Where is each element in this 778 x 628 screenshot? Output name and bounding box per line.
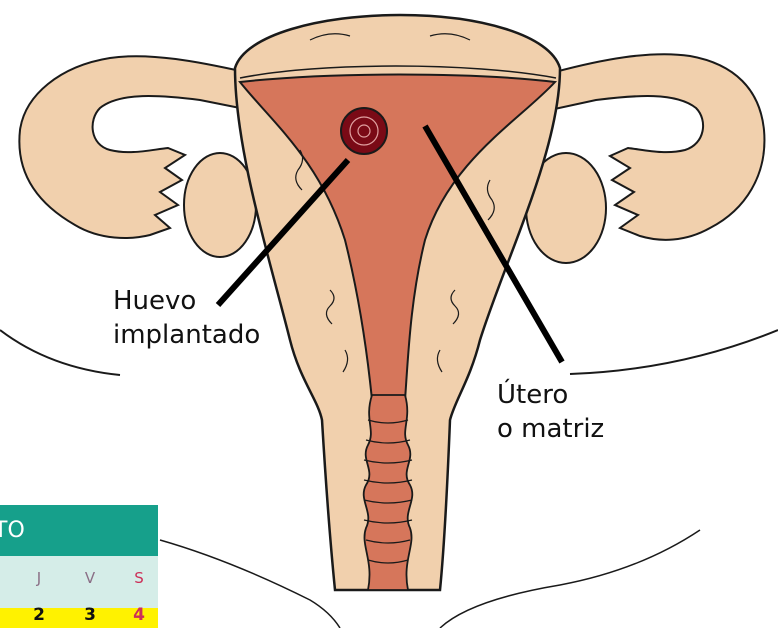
day-3: 3 [75, 605, 105, 625]
uterus-label-line1: Útero [497, 378, 604, 412]
egg-label-line1: Huevo [113, 284, 260, 318]
weekday-thursday: J [24, 569, 54, 587]
body-outline-left [0, 330, 120, 375]
egg-label-line2: implantado [113, 318, 260, 352]
weekday-friday: V [75, 569, 105, 587]
uterus-label: Útero o matriz [497, 378, 604, 446]
pelvis-outline-right [440, 530, 700, 628]
calendar-fragment: TO J V S 2 3 4 [0, 505, 158, 628]
day-4: 4 [124, 605, 154, 625]
implanted-egg [341, 108, 387, 154]
pelvis-outline-left [160, 540, 340, 628]
weekday-saturday: S [124, 569, 154, 587]
egg-label: Huevo implantado [113, 284, 260, 352]
left-ovary [184, 153, 256, 257]
calendar-header: TO [0, 505, 158, 556]
uterus-label-line2: o matriz [497, 412, 604, 446]
body-outline-right [570, 330, 778, 374]
day-2: 2 [24, 605, 54, 625]
